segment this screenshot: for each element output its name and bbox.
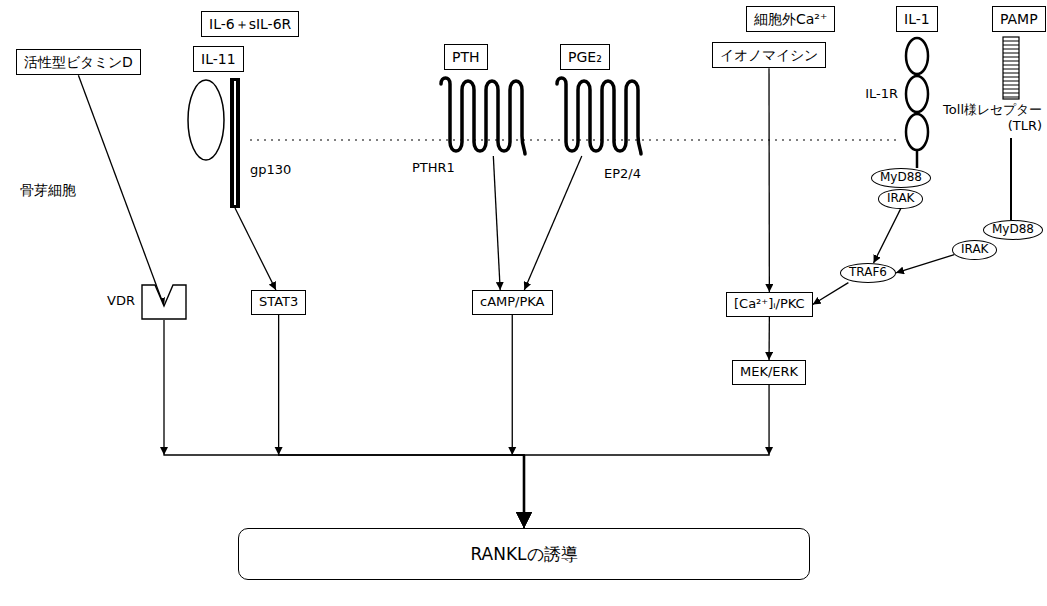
receptor-label: IL-1R — [865, 86, 898, 102]
receptor-symbol: Toll様レセプター (TLR) — [1002, 36, 1020, 100]
ligand-box: イオノマイシン — [712, 42, 826, 68]
receptor-symbol: VDR — [141, 284, 187, 320]
signal-box: [Ca²⁺]ᵢ/PKC — [726, 292, 813, 317]
ligand-box: PTH — [444, 44, 488, 70]
adaptor-oval: IRAK — [952, 240, 997, 260]
node-text: STAT3 — [259, 294, 298, 311]
adaptor-oval: IRAK — [878, 189, 923, 209]
adaptor-oval: MyD88 — [871, 168, 931, 188]
seven-transmembrane-receptor — [557, 78, 641, 154]
node-outline — [141, 284, 187, 320]
node-text: MEK/ERK — [740, 364, 798, 381]
connector — [164, 320, 524, 528]
repeat-stripe — [1003, 41, 1019, 42]
node-text: [Ca²⁺]ᵢ/PKC — [734, 296, 805, 313]
node-text: IL-1 — [904, 10, 930, 28]
cell-label: 骨芽細胞 — [20, 182, 76, 200]
node-text: TRAF6 — [849, 265, 887, 281]
adaptor-oval: MyD88 — [983, 220, 1043, 240]
ig-domain — [906, 114, 928, 150]
node-text: IL-11 — [201, 50, 236, 68]
receptor-stem — [1010, 138, 1012, 220]
ig-domain — [906, 38, 928, 74]
repeat-stripe — [1003, 97, 1019, 98]
node-text: IL-6＋sIL-6R — [209, 15, 291, 33]
node-outline — [186, 78, 246, 208]
node-text: イオノマイシン — [720, 46, 818, 64]
result-box: RANKLの誘導 — [238, 528, 810, 580]
repeat-stripe — [1003, 73, 1019, 74]
node-text: MyD88 — [992, 222, 1034, 238]
node-text: 活性型ビタミンD — [24, 53, 133, 71]
ig-domain — [906, 76, 928, 112]
receptor-symbol: gp130 — [186, 78, 246, 208]
repeat-stripe — [1003, 45, 1019, 46]
receptor-label: Toll様レセプター (TLR) — [930, 102, 1042, 135]
repeat-stripe — [1003, 53, 1019, 54]
node-outline — [1002, 36, 1020, 100]
leucine-rich-repeat — [1003, 37, 1019, 99]
signal-box: MEK/ERK — [732, 360, 806, 385]
receptor-label: EP2/4 — [604, 166, 641, 182]
connector — [768, 317, 770, 360]
seven-transmembrane-receptor — [441, 78, 525, 154]
connector — [768, 68, 770, 292]
adaptor-oval: TRAF6 — [840, 263, 896, 283]
receptor-stem — [916, 150, 919, 168]
ligand-box: IL-1 — [896, 6, 938, 32]
node-text: MyD88 — [880, 170, 922, 186]
nuclear-receptor-symbol — [142, 285, 186, 319]
receptor-symbol: IL-1R — [904, 36, 930, 168]
connector — [235, 208, 276, 290]
receptor-label: gp130 — [250, 162, 291, 178]
node-text: PGE₂ — [568, 48, 602, 66]
receptor-symbol: PTHR1 — [440, 76, 526, 156]
connector — [874, 209, 901, 263]
repeat-stripe — [1003, 77, 1019, 78]
signal-box: cAMP/PKA — [472, 290, 553, 315]
repeat-stripe — [1003, 69, 1019, 70]
cell-membrane — [250, 139, 898, 140]
receptor-label: PTHR1 — [412, 160, 455, 176]
repeat-stripe — [1003, 89, 1019, 90]
repeat-stripe — [1003, 57, 1019, 58]
signal-box: STAT3 — [251, 290, 306, 315]
repeat-stripe — [1003, 93, 1019, 94]
repeat-stripe — [1003, 61, 1019, 62]
node-outline — [556, 76, 642, 156]
receptor-symbol: EP2/4 — [556, 76, 642, 156]
node-text: cAMP/PKA — [480, 294, 545, 311]
repeat-stripe — [1003, 85, 1019, 86]
connector — [524, 385, 769, 528]
ligand-box: 活性型ビタミンD — [16, 49, 141, 75]
repeat-stripe — [1003, 81, 1019, 82]
ligand-box: IL-6＋sIL-6R — [201, 11, 299, 37]
connector — [78, 75, 164, 306]
receptor-bar — [230, 78, 240, 208]
connector — [512, 315, 524, 528]
node-text: PTH — [452, 48, 480, 66]
node-outline — [904, 36, 930, 168]
repeat-stripe — [1003, 65, 1019, 66]
node-outline — [440, 76, 526, 156]
ligand-box: 細胞外Ca²⁺ — [746, 6, 835, 32]
connector — [813, 283, 849, 305]
node-text: PAMP — [1000, 10, 1038, 28]
connector — [279, 315, 524, 528]
node-text: 細胞外Ca²⁺ — [754, 10, 827, 28]
ligand-box: PGE₂ — [560, 44, 610, 70]
node-text: IRAK — [887, 191, 914, 207]
ligand-binding-domain — [188, 80, 224, 160]
connector — [896, 255, 954, 273]
node-text: RANKLの誘導 — [470, 543, 577, 566]
repeat-stripe — [1003, 49, 1019, 50]
receptor-label: VDR — [107, 293, 135, 309]
connector — [524, 156, 581, 290]
node-text: IRAK — [961, 242, 988, 258]
connector — [493, 156, 500, 290]
ligand-box: IL-11 — [193, 46, 244, 72]
ligand-box: PAMP — [992, 6, 1046, 32]
receptor-bar-core — [234, 81, 236, 205]
